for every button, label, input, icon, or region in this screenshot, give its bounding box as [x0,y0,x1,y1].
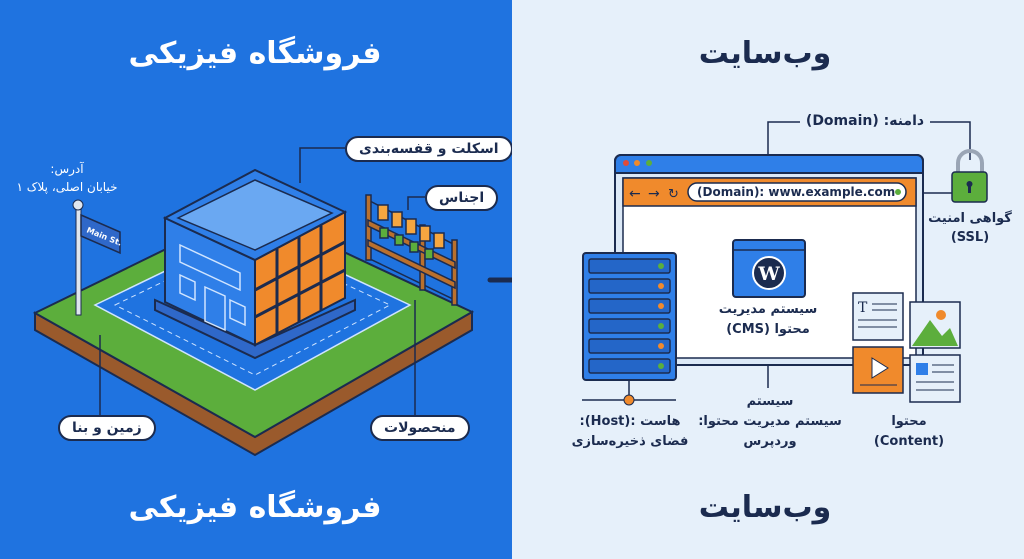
cms-label-2: محتوا (CMS) [726,322,810,337]
address-value: خیابان اصلی، پلاک ۱ [16,180,118,194]
wp-label-2: سیستم مدیریت محتوا: [698,414,842,429]
image-icon [909,301,961,349]
host-label-1: هاست :(Host): [579,414,681,429]
wp-label-3: وردپرس [743,434,797,449]
label-land: زمین و بنا [58,415,156,441]
article-icon [909,354,961,403]
svg-text:T: T [858,300,868,316]
host-label-2: فضای ذخیره‌سازی [571,434,689,449]
label-products: منحصولات [370,415,470,441]
ssl-label-2: (SSL) [950,230,990,245]
ssl-label-1: گواهی امنیت [928,211,1012,226]
svg-text:W: W [757,263,780,285]
store-title-top: فروشگاه فیزیکی [128,36,382,71]
cms-label-1: سیستم مدیریت [718,302,818,317]
street-sign [80,213,121,255]
store-illustration: Main St. [32,147,512,457]
video-icon [852,346,904,394]
wp-label-1: سیستم [746,394,794,409]
lock-icon [951,149,988,203]
address-label: آدرس: [50,162,84,176]
wordpress-window-icon: W [732,239,806,298]
forward-icon: → [648,186,660,202]
url-text: (Domain): www.example.com [697,185,896,199]
content-label-2: (Content) [873,434,945,449]
content-label-1: محتوا [891,414,927,429]
store-title-bottom: فروشگاه فیزیکی [128,490,382,525]
goods-shelf [365,194,458,306]
label-frame: اسکلت و قفسه‌بندی [345,136,513,162]
address-bar [687,182,907,202]
back-icon: ← [629,186,641,202]
label-goods: اجناس [425,185,499,211]
website-title-bottom: وب‌سایت [698,490,832,525]
domain-label: دامنه: (Domain) [805,113,925,129]
server-rack-icon [582,252,677,406]
text-document-icon: T [852,292,904,341]
website-title-top: وب‌سایت [698,36,832,71]
reload-icon: ↻ [668,187,679,202]
physical-store-panel: Main St. فروشگاه فیزیکی فروشگاه فیزیکی آ… [0,0,513,559]
arrow-right-icon [487,277,512,283]
